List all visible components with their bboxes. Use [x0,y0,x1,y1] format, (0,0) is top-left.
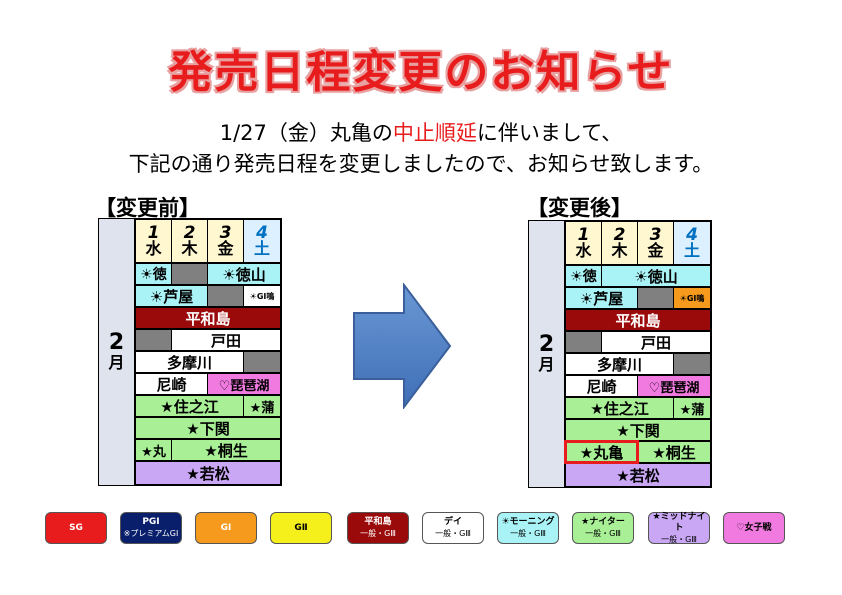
event-naruto-g1: ☀GⅠ鳴 [673,287,711,309]
before-label: 【変更前】 [95,196,200,220]
legend-label: GⅠ [220,522,232,533]
legend-item: PGⅠ ※プレミアムGⅠ [120,512,182,544]
event-ashiya: ☀芦屋 [565,287,638,309]
legend-sublabel: 一般・GⅢ [435,529,471,538]
legend-sublabel: 一般・GⅢ [360,529,396,538]
gap [637,287,674,309]
notice-line-1: 1/27（金）丸亀の中止順延に伴いまして、 [219,121,623,145]
notice-line-2: 下記の通り発売日程を変更しましたので、お知らせ致します。 [128,152,714,176]
gap [565,331,602,353]
event-gamagori: ★蒲 [673,397,711,419]
event-toda: 戸田 [601,331,711,353]
legend-label: ☀モーニング [501,517,555,527]
event-biwako: ♡琵琶湖 [637,375,711,397]
gap [673,353,711,375]
event-marugame-changed: ★丸亀 [564,440,639,464]
legend-sublabel: 一般・GⅢ [585,529,621,538]
cancel-postpone-highlight: 中止順延 [392,121,477,145]
legend-item: デイ一般・GⅢ [422,512,484,544]
legend-sublabel: 一般・GⅢ [661,534,697,544]
legend-label: GⅡ [294,522,308,533]
event-shimonoseki: ★下関 [565,419,711,441]
legend-label: ♡女子戦 [736,522,772,533]
event-amagasaki: 尼崎 [135,373,208,395]
gap [207,285,244,307]
legend-label: SG [69,522,83,533]
legend-sublabel: ※プレミアムGⅠ [123,529,179,538]
event-biwako: ♡琵琶湖 [207,373,281,395]
event-tokuyama-short: ☀徳 [565,265,602,287]
legend-sublabel: 一般・GⅢ [510,529,546,538]
event-toda: 戸田 [171,329,281,351]
legend-item: GⅡ [270,512,332,544]
legend-label: 平和島 [364,517,392,527]
event-heiwajima: 平和島 [565,309,711,331]
gap [135,329,172,351]
event-ashiya: ☀芦屋 [135,285,208,307]
event-suminoe: ★住之江 [565,397,674,419]
event-tokuyama: ☀徳山 [207,263,281,285]
legend-label: デイ [443,517,462,527]
event-shimonoseki: ★下関 [135,417,281,439]
event-tokuyama: ☀徳山 [601,265,711,287]
legend-item: ★ナイター一般・GⅢ [572,512,634,544]
event-tamagawa: 多摩川 [565,353,674,375]
event-heiwajima: 平和島 [135,307,281,329]
event-suminoe: ★住之江 [135,395,244,417]
after-label: 【変更後】 [527,196,632,220]
event-wakamatsu: ★若松 [565,463,711,487]
gap [243,351,281,373]
legend-label: PGⅠ [142,517,160,527]
legend-item: GⅠ [195,512,257,544]
legend-item: 平和島一般・GⅢ [347,512,409,544]
event-marugame-short: ★丸 [135,439,172,461]
legend-item: ☀モーニング一般・GⅢ [497,512,559,544]
legend-item: SG [45,512,107,544]
event-naruto-g1: ☀GⅠ鳴 [243,285,281,307]
event-tokuyama-short: ☀徳 [135,263,172,285]
gap [171,263,208,285]
event-amagasaki: 尼崎 [565,375,638,397]
legend-label: ★ナイター [581,517,625,527]
event-kiryu: ★桐生 [171,439,281,461]
legend-item: ★ミッドナイト一般・GⅢ [648,512,710,544]
event-wakamatsu: ★若松 [135,461,281,485]
change-arrow-icon [353,283,452,409]
legend-label: ★ミッドナイト [652,511,706,533]
event-gamagori: ★蒲 [243,395,281,417]
event-tamagawa: 多摩川 [135,351,244,373]
legend-item: ♡女子戦 [723,512,785,544]
event-kiryu: ★桐生 [637,441,711,463]
page-title: 発売日程変更のお知らせ [168,47,674,98]
